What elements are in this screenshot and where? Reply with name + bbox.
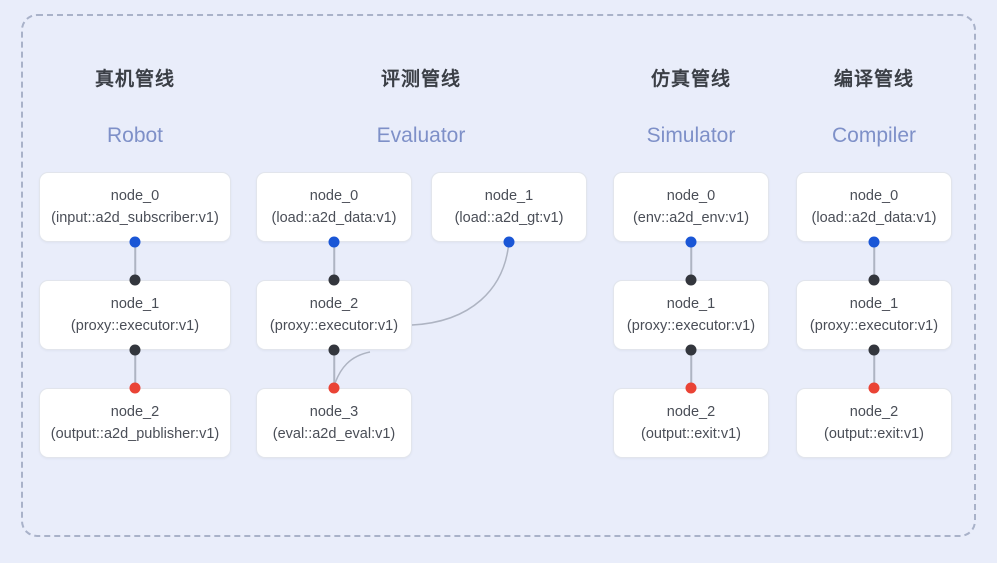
column-subtitle-compiler: Compiler [831, 124, 917, 147]
node-simulator-0[interactable]: node_0 (env::a2d_env:v1) [613, 172, 769, 242]
port-evaluator-2-in[interactable] [328, 274, 340, 286]
port-robot-2-in[interactable] [129, 382, 141, 394]
port-compiler-1-in[interactable] [868, 274, 880, 286]
port-simulator-1-in[interactable] [685, 274, 697, 286]
node-robot-2[interactable]: node_2 (output::a2d_publisher:v1) [39, 388, 231, 458]
port-evaluator-3-in[interactable] [328, 382, 340, 394]
node-name: node_2 [309, 296, 359, 312]
node-kind: (proxy::executor:v1) [809, 318, 939, 334]
node-name: node_0 [309, 188, 359, 204]
edge-simulator-0-1 [690, 242, 692, 280]
node-kind: (input::a2d_subscriber:v1) [51, 210, 219, 226]
column-subtitle-simulator: Simulator [646, 124, 736, 147]
pipeline-group-frame [21, 14, 976, 537]
port-evaluator-0-out[interactable] [328, 236, 340, 248]
edge-compiler-0-1 [873, 242, 875, 280]
port-evaluator-2-out[interactable] [328, 344, 340, 356]
port-robot-1-out[interactable] [129, 344, 141, 356]
node-simulator-2[interactable]: node_2 (output::exit:v1) [613, 388, 769, 458]
column-subtitle-evaluator: Evaluator [376, 124, 466, 147]
node-evaluator-3[interactable]: node_3 (eval::a2d_eval:v1) [256, 388, 412, 458]
edge-evaluator-2-3 [333, 350, 335, 388]
node-kind: (proxy::executor:v1) [269, 318, 399, 334]
node-kind: (proxy::executor:v1) [626, 318, 756, 334]
column-subtitle-robot: Robot [106, 124, 164, 147]
node-kind: (output::exit:v1) [824, 426, 924, 442]
node-kind: (proxy::executor:v1) [70, 318, 200, 334]
edge-robot-0-1 [134, 242, 136, 280]
edge-simulator-1-2 [690, 350, 692, 388]
node-name: node_3 [309, 404, 359, 420]
node-name: node_2 [666, 404, 716, 420]
column-title-compiler: 编译管线 [833, 69, 914, 90]
edge-robot-1-2 [134, 350, 136, 388]
port-robot-1-in[interactable] [129, 274, 141, 286]
port-compiler-0-out[interactable] [868, 236, 880, 248]
port-simulator-1-out[interactable] [685, 344, 697, 356]
port-robot-0-out[interactable] [129, 236, 141, 248]
edge-evaluator-0-2 [333, 242, 335, 280]
column-title-simulator: 仿真管线 [650, 69, 731, 90]
node-kind: (eval::a2d_eval:v1) [272, 426, 396, 442]
port-simulator-2-in[interactable] [685, 382, 697, 394]
port-simulator-0-out[interactable] [685, 236, 697, 248]
node-name: node_1 [484, 188, 534, 204]
node-name: node_0 [849, 188, 899, 204]
node-robot-1[interactable]: node_1 (proxy::executor:v1) [39, 280, 231, 350]
node-kind: (load::a2d_gt:v1) [454, 210, 564, 226]
node-kind: (load::a2d_data:v1) [811, 210, 937, 226]
column-title-robot: 真机管线 [94, 69, 175, 90]
node-kind: (load::a2d_data:v1) [271, 210, 397, 226]
node-robot-0[interactable]: node_0 (input::a2d_subscriber:v1) [39, 172, 231, 242]
node-name: node_1 [666, 296, 716, 312]
node-evaluator-1[interactable]: node_1 (load::a2d_gt:v1) [431, 172, 587, 242]
node-compiler-1[interactable]: node_1 (proxy::executor:v1) [796, 280, 952, 350]
node-compiler-2[interactable]: node_2 (output::exit:v1) [796, 388, 952, 458]
port-evaluator-1-out[interactable] [503, 236, 515, 248]
node-name: node_1 [849, 296, 899, 312]
node-compiler-0[interactable]: node_0 (load::a2d_data:v1) [796, 172, 952, 242]
node-kind: (env::a2d_env:v1) [632, 210, 750, 226]
node-name: node_1 [110, 296, 160, 312]
node-evaluator-2[interactable]: node_2 (proxy::executor:v1) [256, 280, 412, 350]
node-name: node_0 [110, 188, 160, 204]
node-simulator-1[interactable]: node_1 (proxy::executor:v1) [613, 280, 769, 350]
node-name: node_2 [849, 404, 899, 420]
edge-compiler-1-2 [873, 350, 875, 388]
node-kind: (output::a2d_publisher:v1) [50, 426, 220, 442]
node-evaluator-0[interactable]: node_0 (load::a2d_data:v1) [256, 172, 412, 242]
node-name: node_0 [666, 188, 716, 204]
port-compiler-1-out[interactable] [868, 344, 880, 356]
node-kind: (output::exit:v1) [641, 426, 741, 442]
node-name: node_2 [110, 404, 160, 420]
port-compiler-2-in[interactable] [868, 382, 880, 394]
column-title-evaluator: 评测管线 [380, 69, 461, 90]
